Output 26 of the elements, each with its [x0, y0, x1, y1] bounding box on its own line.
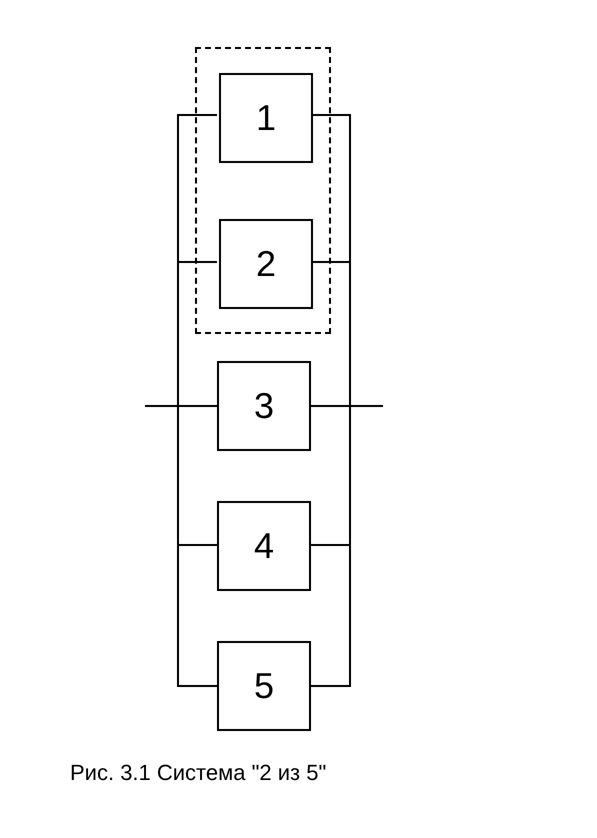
dashed-group-box: [195, 47, 331, 334]
bus-line: [349, 114, 351, 687]
block-number: 2: [256, 246, 276, 282]
block-box: [219, 219, 313, 309]
block-number: 4: [254, 528, 274, 564]
block-box: [217, 501, 311, 591]
block-box: [217, 641, 311, 731]
connector-line: [311, 405, 349, 407]
connector-line: [179, 685, 217, 687]
block-number: 5: [254, 668, 274, 704]
connector-line: [311, 544, 349, 546]
connector-line: [179, 261, 217, 263]
connector-line: [311, 261, 349, 263]
bus-line: [177, 114, 179, 687]
connector-line: [179, 405, 217, 407]
connector-line: [311, 114, 349, 116]
connector-line: [179, 114, 217, 116]
block-box: [219, 73, 313, 163]
connector-line: [145, 405, 177, 407]
block-number: 1: [256, 100, 276, 136]
connector-line: [311, 685, 349, 687]
connector-line: [179, 544, 217, 546]
block-box: [217, 361, 311, 451]
connector-line: [351, 405, 383, 407]
figure-caption: Рис. 3.1 Система "2 из 5": [70, 760, 326, 786]
block-number: 3: [254, 388, 274, 424]
